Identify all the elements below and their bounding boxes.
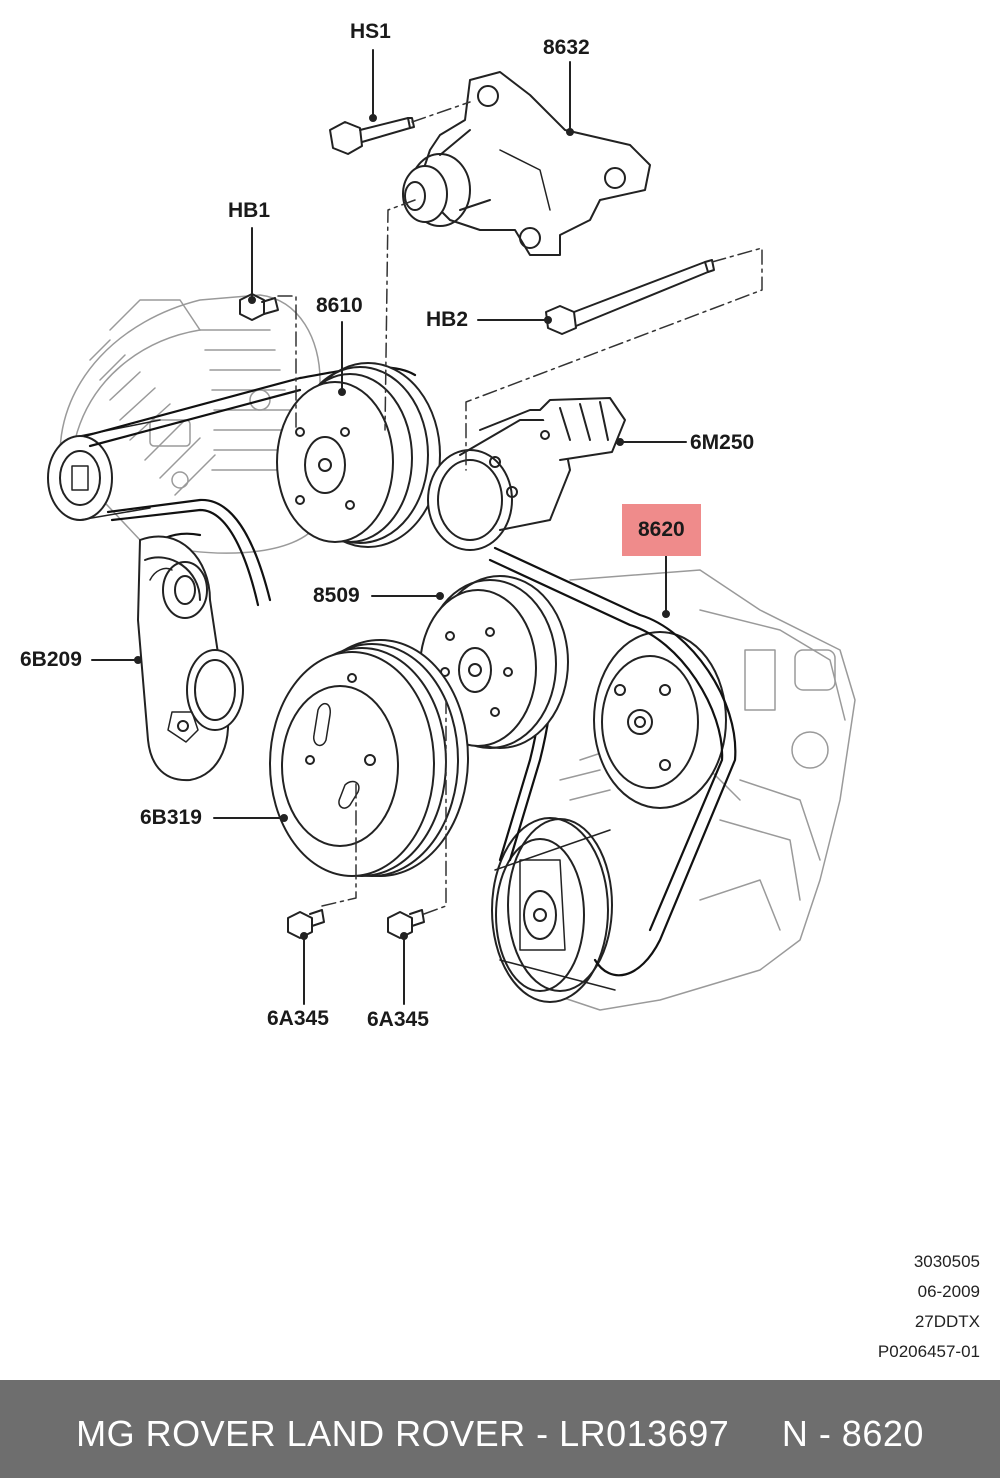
callout-6b209[interactable]: 6B209 xyxy=(20,648,82,671)
assembly-lines xyxy=(277,101,763,915)
callout-8620-highlighted[interactable]: 8620 xyxy=(622,504,701,556)
power-steering-pump-drawing xyxy=(427,397,626,551)
reference-line-3: 27DDTX xyxy=(914,1312,980,1331)
smooth-pulley-drawing xyxy=(593,631,727,809)
footer-bar: MG ROVER LAND ROVER - LR013697 N - 8620 xyxy=(0,1380,1000,1478)
alternator-pulley-drawing xyxy=(47,419,161,521)
callout-8509[interactable]: 8509 xyxy=(313,584,360,607)
crankshaft-pulley-drawing xyxy=(269,639,469,877)
callout-hb1[interactable]: HB1 xyxy=(228,199,271,222)
bolt-hs1-drawing xyxy=(329,117,415,155)
footer-title: MG ROVER LAND ROVER - LR013697 N - 8620 xyxy=(76,1413,924,1454)
callout-8632[interactable]: 8632 xyxy=(543,36,590,59)
bracket-drawing xyxy=(402,71,651,256)
reference-line-2: 06-2009 xyxy=(917,1282,980,1301)
bolt-6a345-left-drawing xyxy=(287,909,325,939)
tensioner-drawing xyxy=(137,535,244,782)
compressor-clutch-drawing xyxy=(491,817,616,1003)
callout-hb2[interactable]: HB2 xyxy=(426,308,469,331)
callout-6m250[interactable]: 6M250 xyxy=(690,431,755,454)
callout-6a345-right[interactable]: 6A345 xyxy=(367,1008,429,1031)
bolt-6a345-right-drawing xyxy=(387,909,425,939)
parts-diagram xyxy=(47,49,856,1011)
reference-line-1: 3030505 xyxy=(913,1252,980,1271)
callout-6b319[interactable]: 6B319 xyxy=(140,806,202,829)
reference-line-4: P0206457-01 xyxy=(877,1342,980,1361)
callout-8610[interactable]: 8610 xyxy=(316,294,363,317)
leader-lines xyxy=(91,49,687,1005)
bolt-hb2-drawing xyxy=(545,259,715,335)
alternator-drawing xyxy=(59,294,321,554)
callout-6a345-left[interactable]: 6A345 xyxy=(267,1007,329,1030)
water-pump-pulley-drawing xyxy=(276,362,441,548)
callout-hs1[interactable]: HS1 xyxy=(350,20,391,43)
bolt-hb1-drawing xyxy=(239,293,279,321)
